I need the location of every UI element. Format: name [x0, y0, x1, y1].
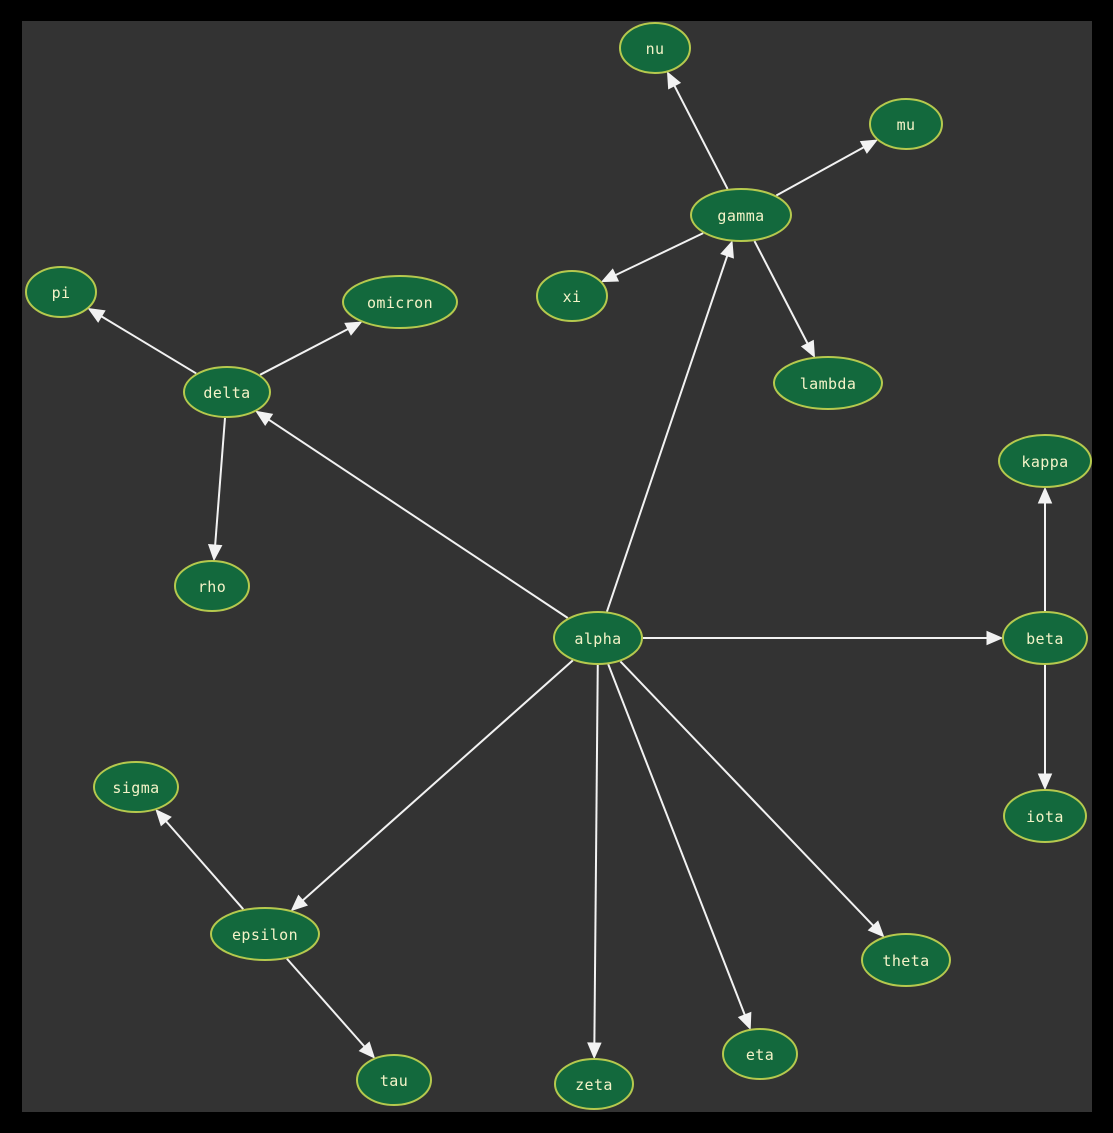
- node-shape[interactable]: [861, 933, 951, 987]
- graph-edge-arrowhead: [737, 1011, 752, 1031]
- graph-edge: [286, 958, 366, 1048]
- node-shape[interactable]: [619, 22, 691, 74]
- graph-edge: [673, 85, 729, 190]
- graph-node-nu[interactable]: nu: [619, 22, 691, 74]
- graph-edge-arrowhead: [600, 268, 620, 283]
- graph-node-epsilon[interactable]: epsilon: [210, 907, 320, 961]
- graph-edge-arrowhead: [1037, 773, 1053, 791]
- graph-node-iota[interactable]: iota: [1003, 789, 1087, 843]
- node-label: iota: [1026, 808, 1064, 826]
- graph-edge: [165, 820, 244, 910]
- graph-edge-arrowhead: [155, 809, 172, 827]
- node-shape[interactable]: [174, 560, 250, 612]
- node-label: beta: [1026, 630, 1064, 648]
- node-label: mu: [897, 116, 916, 134]
- node-label: rho: [198, 578, 226, 596]
- node-shape[interactable]: [25, 266, 97, 318]
- node-label: pi: [52, 284, 71, 302]
- node-shape[interactable]: [722, 1028, 798, 1080]
- node-shape[interactable]: [342, 275, 458, 329]
- node-label: alpha: [574, 630, 621, 648]
- graph-edge: [593, 664, 599, 1044]
- graph-edge: [214, 417, 226, 546]
- node-shape[interactable]: [1003, 789, 1087, 843]
- graph-edge: [100, 315, 197, 375]
- node-shape[interactable]: [553, 611, 643, 665]
- node-shape[interactable]: [536, 270, 608, 322]
- node-label: lambda: [800, 375, 857, 393]
- node-shape[interactable]: [93, 761, 179, 813]
- node-label: kappa: [1021, 453, 1068, 471]
- graph-node-tau[interactable]: tau: [356, 1054, 432, 1106]
- graph-edge-arrowhead: [859, 139, 878, 154]
- graph-edge-arrowhead: [666, 71, 682, 90]
- node-label: theta: [882, 952, 929, 970]
- graph-edge: [259, 328, 349, 376]
- node-shape[interactable]: [773, 356, 883, 410]
- node-shape[interactable]: [869, 98, 943, 150]
- graph-node-zeta[interactable]: zeta: [554, 1058, 634, 1110]
- graph-edge-arrowhead: [867, 920, 885, 938]
- graph-node-lambda[interactable]: lambda: [773, 356, 883, 410]
- graph-edge-arrowhead: [986, 630, 1004, 646]
- graph-edge: [619, 660, 874, 927]
- node-shape[interactable]: [554, 1058, 634, 1110]
- graph-node-theta[interactable]: theta: [861, 933, 951, 987]
- node-label: xi: [563, 288, 582, 306]
- node-label: epsilon: [232, 926, 298, 944]
- graph-edge: [606, 255, 729, 612]
- graph-node-kappa[interactable]: kappa: [998, 434, 1092, 488]
- graph-edge-arrowhead: [207, 544, 223, 562]
- node-shape[interactable]: [998, 434, 1092, 488]
- node-label: omicron: [367, 294, 433, 312]
- graph-edge-arrowhead: [358, 1041, 376, 1059]
- graph-node-alpha[interactable]: alpha: [553, 611, 643, 665]
- node-shape[interactable]: [1002, 611, 1088, 665]
- node-label: nu: [646, 40, 665, 58]
- node-label: tau: [380, 1072, 408, 1090]
- node-shape[interactable]: [690, 188, 792, 242]
- node-shape[interactable]: [183, 366, 271, 418]
- graph-edge: [775, 146, 865, 197]
- graph-edge-arrowhead: [255, 410, 274, 427]
- graph-node-mu[interactable]: mu: [869, 98, 943, 150]
- nodes-layer: nu mu gamma xi lambda pi omicron delta rho alpha k…: [25, 22, 1092, 1110]
- graph-node-beta[interactable]: beta: [1002, 611, 1088, 665]
- graph-edge-arrowhead: [87, 308, 106, 323]
- graph-node-omicron[interactable]: omicron: [342, 275, 458, 329]
- graph-node-eta[interactable]: eta: [722, 1028, 798, 1080]
- graph-node-sigma[interactable]: sigma: [93, 761, 179, 813]
- graph-edge-arrowhead: [290, 894, 308, 912]
- graph-node-gamma[interactable]: gamma: [690, 188, 792, 242]
- node-shape[interactable]: [356, 1054, 432, 1106]
- graph-edge-arrowhead: [720, 240, 734, 259]
- graph-node-delta[interactable]: delta: [183, 366, 271, 418]
- graph-edge: [753, 240, 809, 344]
- node-label: zeta: [575, 1076, 613, 1094]
- graph-edge-arrowhead: [800, 339, 816, 358]
- graph-edge: [615, 232, 704, 277]
- node-label: delta: [203, 384, 250, 402]
- graph-edge-arrowhead: [1037, 486, 1053, 504]
- node-label: eta: [746, 1046, 774, 1064]
- edges-layer: [87, 71, 1053, 1060]
- graph-edge: [607, 663, 746, 1016]
- graph-node-xi[interactable]: xi: [536, 270, 608, 322]
- node-label: sigma: [112, 779, 159, 797]
- node-shape[interactable]: [210, 907, 320, 961]
- graph-edge-arrowhead: [587, 1042, 602, 1060]
- node-label: gamma: [717, 207, 764, 225]
- graph-node-rho[interactable]: rho: [174, 560, 250, 612]
- graph-edge: [302, 659, 574, 902]
- graph-edge: [268, 418, 569, 619]
- graph-edge-arrowhead: [344, 321, 363, 336]
- graph-node-pi[interactable]: pi: [25, 266, 97, 318]
